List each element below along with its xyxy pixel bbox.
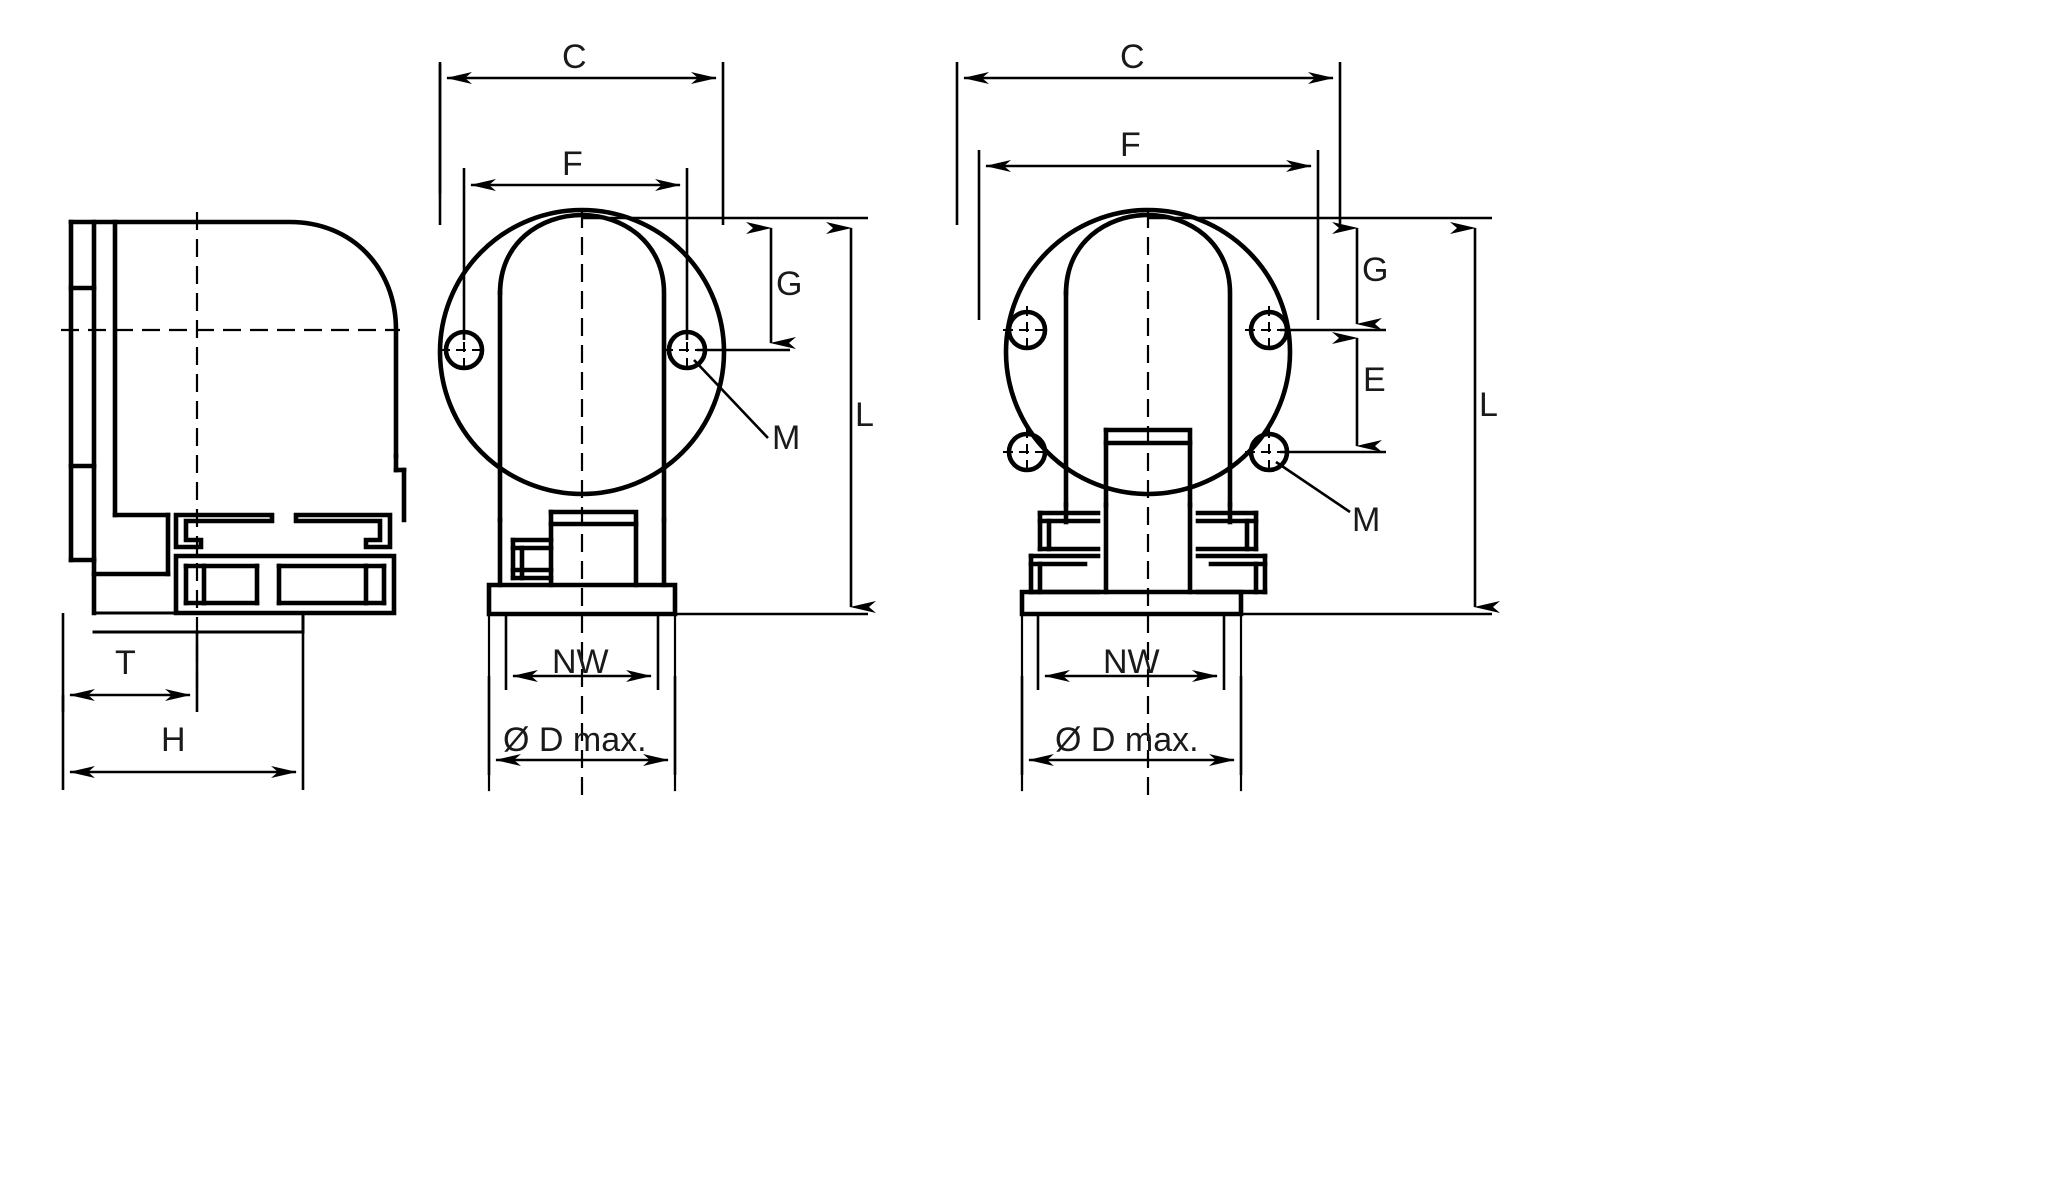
dimension-e-rear <box>1280 332 1386 454</box>
dimension-f-front <box>462 168 689 340</box>
dimension-label-l-rear: L <box>1479 386 1498 424</box>
dimension-label-c-rear: C <box>1120 38 1145 76</box>
dimension-l-front <box>675 222 876 616</box>
dimension-label-h: H <box>161 721 186 759</box>
dimension-nw-rear <box>1036 614 1226 690</box>
leader-label-m-rear: M <box>1352 501 1381 539</box>
dimension-label-e-rear: E <box>1363 361 1386 399</box>
dimension-d-max-rear <box>1020 676 1243 775</box>
rear-view-geometry <box>1003 207 1293 800</box>
dimension-label-f-rear: F <box>1120 126 1141 164</box>
dimension-label-nw-front: NW <box>552 643 609 681</box>
dimension-h <box>61 632 305 790</box>
dimension-label-d-max-front: Ø D max. <box>503 721 647 759</box>
dimension-label-g-front: G <box>776 265 803 303</box>
leader-m-rear <box>1275 460 1351 514</box>
leader-m-front <box>693 359 769 439</box>
dimension-c-front <box>438 62 725 225</box>
dimension-g-rear <box>1148 216 1492 332</box>
dimension-g-front <box>582 216 868 352</box>
dimension-label-f-front: F <box>562 145 583 183</box>
dimension-c-rear <box>955 62 1342 225</box>
dimension-label-g-rear: G <box>1362 251 1389 289</box>
dimension-d-max-front <box>487 676 677 775</box>
dimension-nw-front <box>504 614 660 690</box>
dimension-label-nw-rear: NW <box>1103 643 1160 681</box>
dimension-f-rear <box>977 150 1320 320</box>
dimension-label-c-front: C <box>562 38 587 76</box>
leader-label-m-front: M <box>772 419 801 457</box>
side-view-geometry <box>61 212 407 690</box>
dimension-label-d-max-rear: Ø D max. <box>1055 721 1199 759</box>
dimension-label-l-front: L <box>855 396 874 434</box>
dimension-label-t: T <box>115 644 136 682</box>
dimension-l-rear <box>1241 222 1500 616</box>
front-view-geometry <box>437 207 727 800</box>
